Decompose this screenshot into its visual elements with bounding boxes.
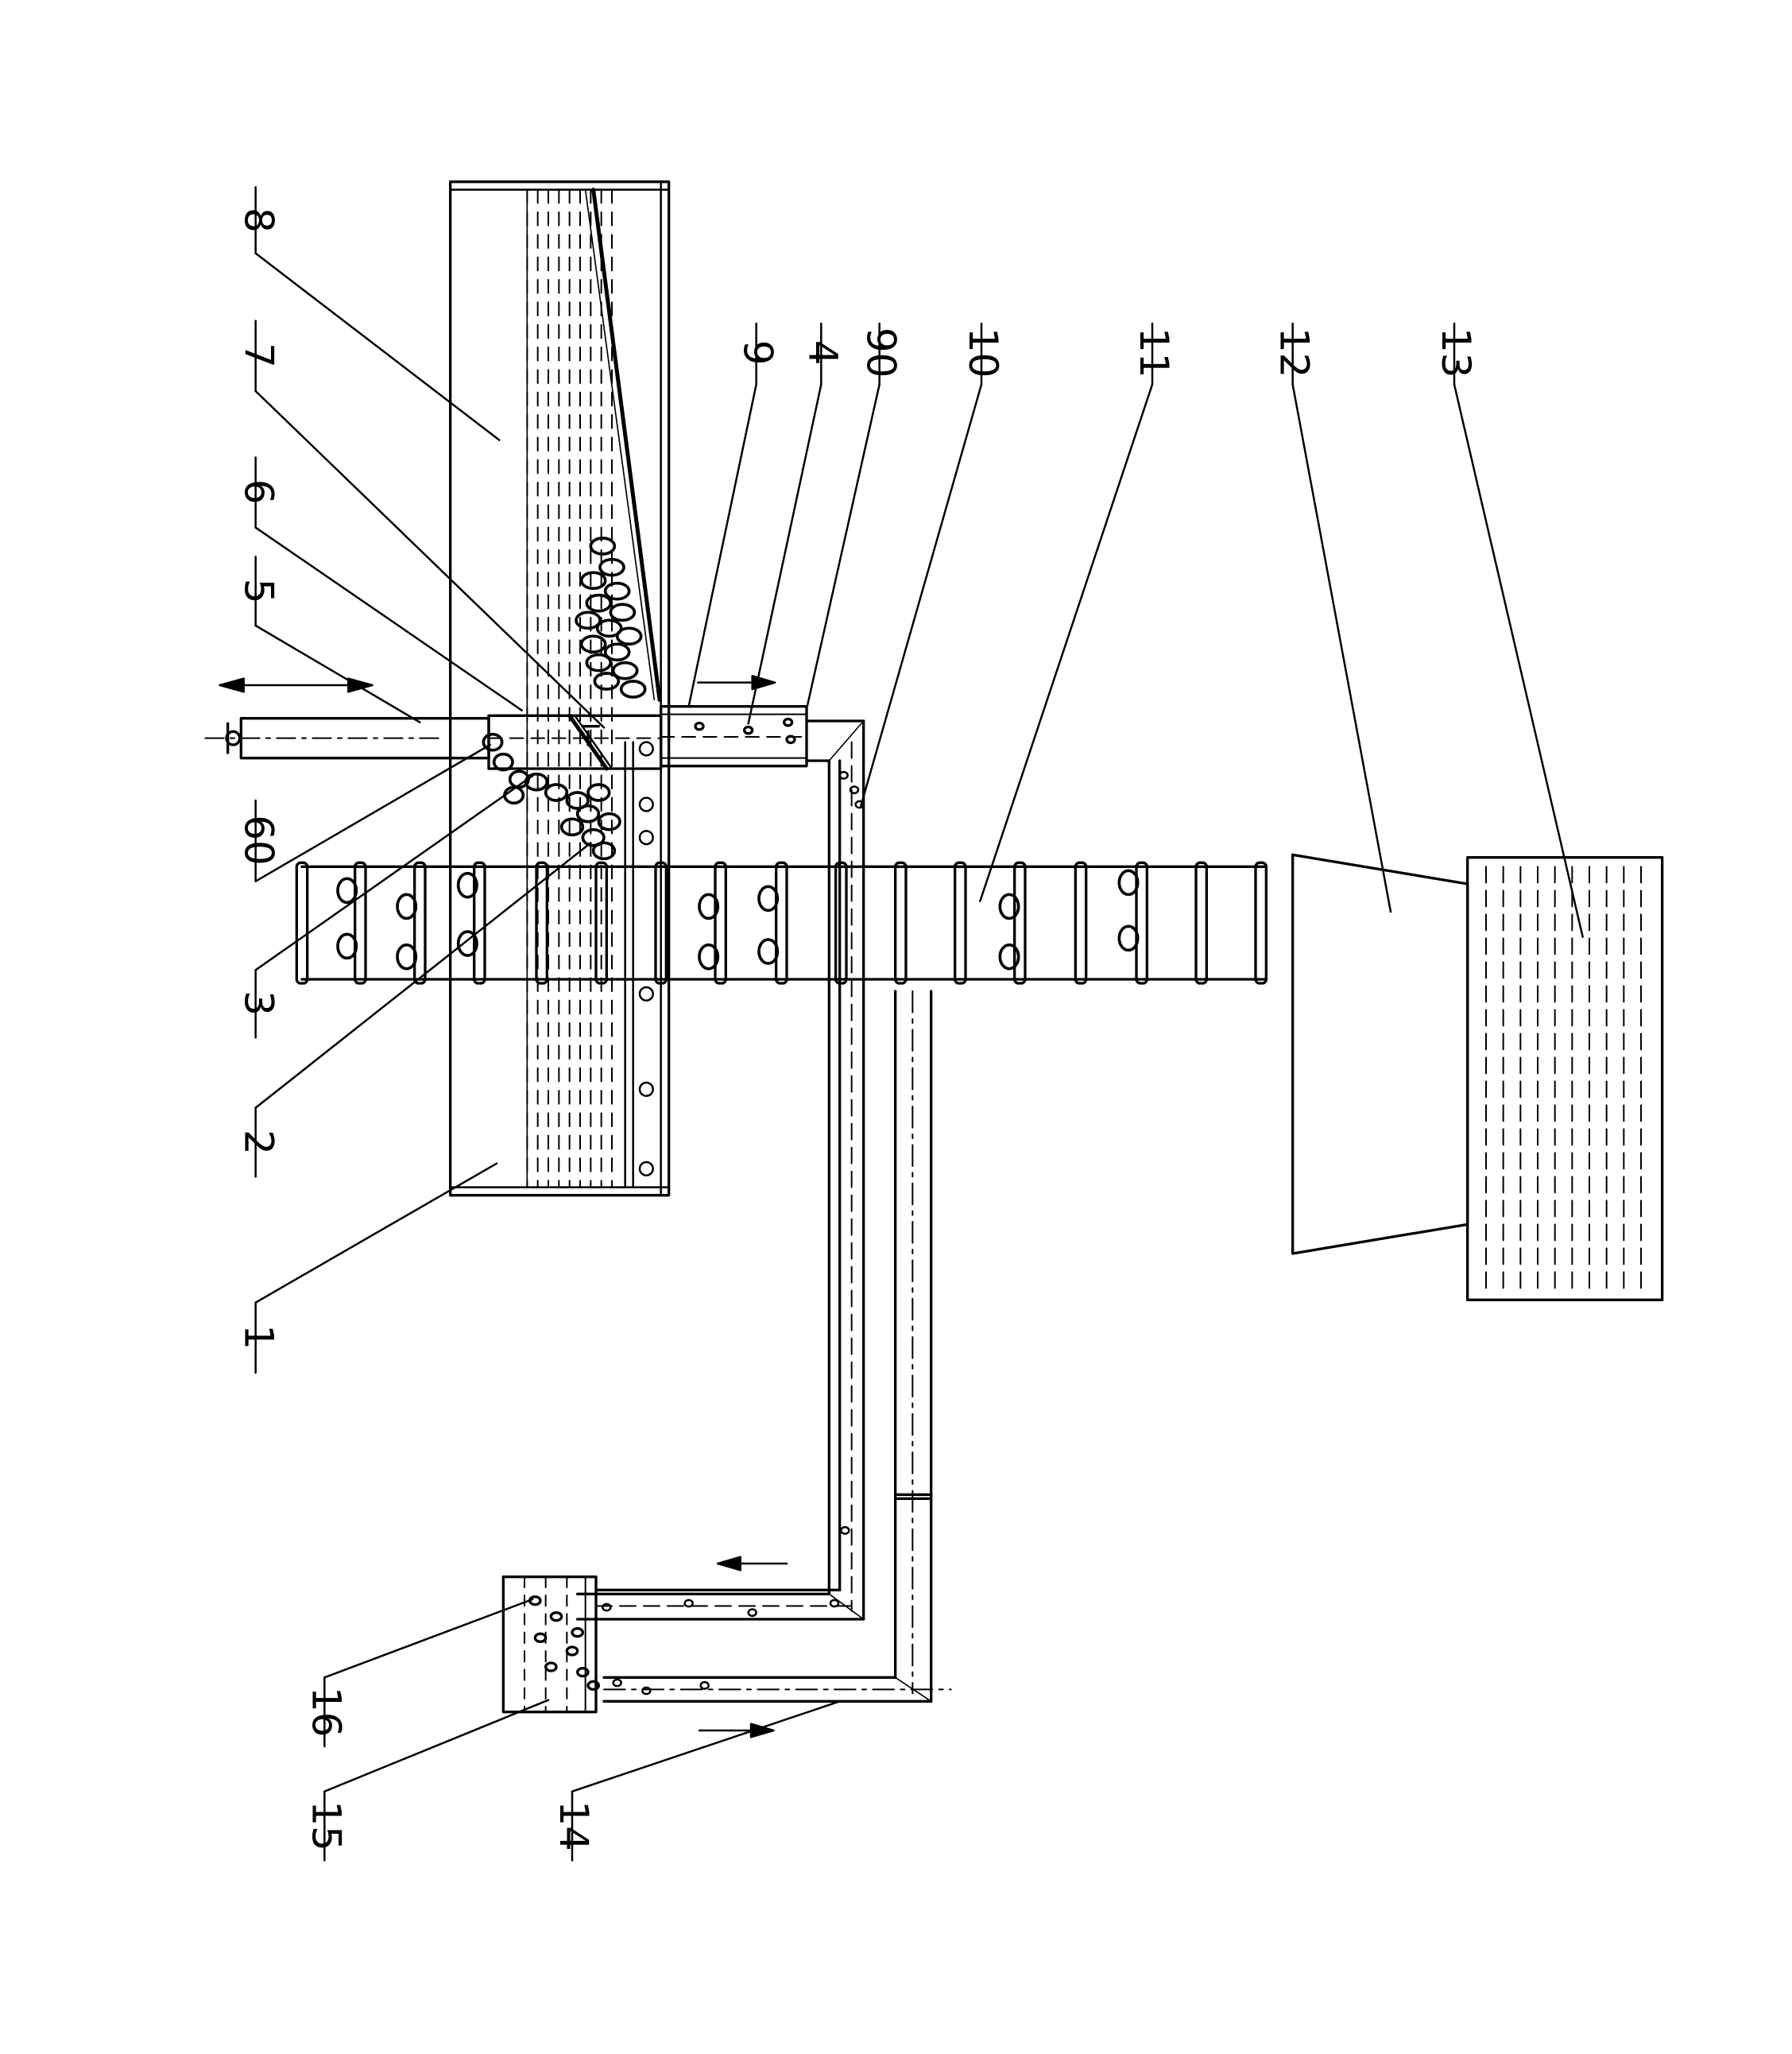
label-13: 13 bbox=[1433, 327, 1479, 378]
label-8: 8 bbox=[235, 207, 281, 233]
label-16: 16 bbox=[303, 1687, 349, 1738]
label-7: 7 bbox=[235, 343, 281, 368]
column-rings bbox=[296, 862, 1266, 983]
label-4: 4 bbox=[799, 340, 846, 366]
pipe-bubbles bbox=[602, 772, 863, 1694]
leader-lines bbox=[256, 187, 1583, 1860]
collection-box bbox=[503, 1577, 598, 1712]
label-15: 15 bbox=[303, 1800, 349, 1851]
label-60: 60 bbox=[235, 815, 281, 866]
label-11: 11 bbox=[1131, 327, 1177, 378]
label-14: 14 bbox=[551, 1800, 597, 1851]
hopper-12 bbox=[1293, 855, 1468, 1254]
tank-body bbox=[451, 182, 669, 1196]
label-5: 5 bbox=[235, 579, 281, 604]
label-2: 2 bbox=[235, 1130, 281, 1155]
label-10: 10 bbox=[960, 327, 1006, 378]
label-3: 3 bbox=[235, 990, 281, 1016]
column-11 bbox=[296, 862, 1266, 983]
outlet-pipe bbox=[661, 707, 807, 766]
tank-13 bbox=[1468, 858, 1662, 1300]
label-6: 6 bbox=[235, 479, 281, 505]
tank-bolts bbox=[640, 742, 653, 1176]
label-9: 9 bbox=[735, 340, 781, 366]
column-particles bbox=[338, 870, 1138, 968]
label-1: 1 bbox=[235, 1324, 281, 1350]
label-90: 90 bbox=[858, 327, 904, 378]
particle-cluster bbox=[483, 538, 644, 858]
label-12: 12 bbox=[1271, 327, 1318, 378]
feed-tube-assembly bbox=[205, 715, 660, 769]
